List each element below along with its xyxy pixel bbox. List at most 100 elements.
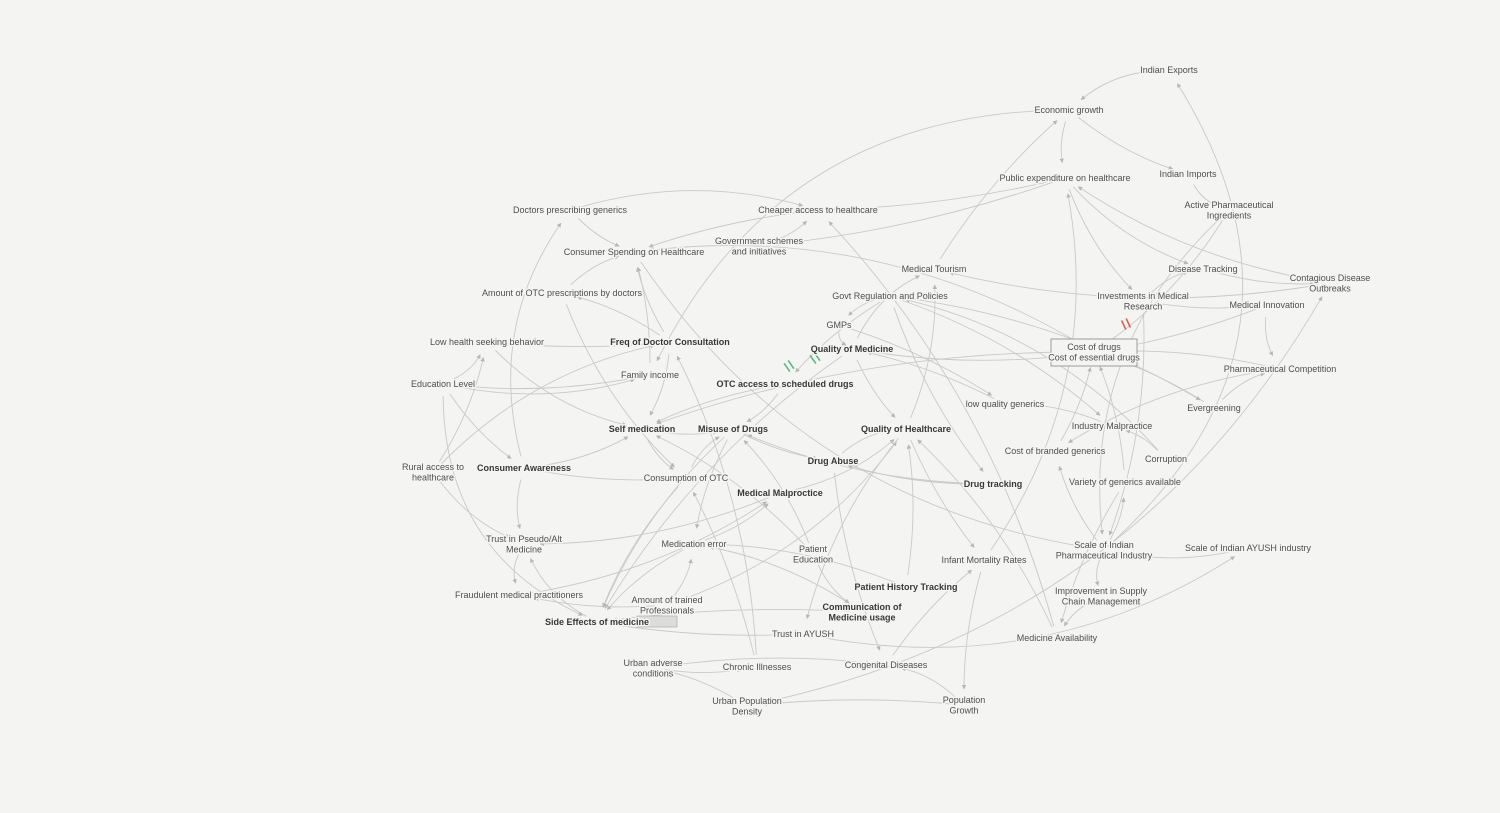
node-medical-tourism[interactable]: Medical Tourism (900, 263, 968, 276)
edge-govt-regulation-and-policies--drug-tracking (893, 307, 984, 472)
edge-population-growth--congenital-diseases (901, 666, 956, 698)
edge-public-expenditure-on-healthcare--disease-tracking (1072, 186, 1189, 265)
node-medical-innovation[interactable]: Medical Innovation (1228, 299, 1306, 312)
node-infant-mortality-rates[interactable]: Infant Mortality Rates (940, 554, 1029, 567)
node-amount-of-otc-prescriptions-by-doctors[interactable]: Amount of OTC prescriptions by doctors (480, 287, 644, 300)
node-consumption-of-otc[interactable]: Consumption of OTC (642, 472, 730, 485)
node-otc-access-to-scheduled-drugs[interactable]: OTC access to scheduled drugs (715, 378, 855, 391)
node-drug-abuse[interactable]: Drug Abuse (806, 455, 860, 468)
edge-side-effects-of-medicine--trust-in-pseudo-alt-medicine (530, 558, 587, 617)
node-pharmaceutical-competition[interactable]: Pharmaceutical Competition (1222, 363, 1338, 376)
node-evergreening[interactable]: Evergreening (1186, 402, 1243, 415)
edge-patient-history-tracking--quality-of-healthcare (906, 444, 914, 576)
node-education-level[interactable]: Education Level (409, 378, 476, 391)
node-family-income[interactable]: Family income (619, 369, 680, 382)
node-consumer-awareness[interactable]: Consumer Awareness (475, 462, 572, 475)
edge-amount-of-otc-prescriptions-by-doctors--consumer-spending-on-healthcare (570, 255, 620, 286)
node-trust-in-ayush[interactable]: Trust in AYUSH (770, 628, 835, 641)
node-consumer-spending-on-healthcare[interactable]: Consumer Spending on Healthcare (562, 246, 706, 259)
node-govt-regulation-and-policies[interactable]: Govt Regulation and Policies (831, 290, 950, 303)
edge-rural-access-to-healthcare--low-health-seeking-behavior (439, 357, 485, 463)
delay-mark-3 (1120, 318, 1132, 330)
edge-govt-regulation-and-policies--gmps (848, 298, 879, 316)
delay-mark-2 (809, 352, 821, 364)
edge-medical-malpractice--trust-in-pseudo-alt-medicine (539, 497, 770, 547)
edge-freq-of-doctor-consultation--self-medication (649, 353, 670, 416)
node-freq-of-doctor-consultation[interactable]: Freq of Doctor Consultation (609, 336, 732, 349)
edge-corruption--industry-malpractice (1125, 429, 1158, 451)
edge-amount-of-otc-prescriptions-by-doctors--consumption-of-otc (565, 304, 675, 468)
node-industry-malpractice[interactable]: Industry Malpractice (1070, 420, 1154, 433)
edge-otc-access-to-scheduled-drugs--self-medication (655, 385, 774, 423)
node-economic-growth[interactable]: Economic growth (1033, 104, 1105, 117)
edge-population-growth--urban-population-density (762, 699, 953, 707)
node-congenital-diseases[interactable]: Congenital Diseases (843, 659, 929, 672)
node-cheaper-access-to-healthcare[interactable]: Cheaper access to healthcare (757, 204, 880, 217)
node-doctors-prescribing-generics[interactable]: Doctors prescribing generics (511, 204, 629, 217)
edge-quality-of-medicine--medical-tourism (856, 275, 921, 339)
edge-public-expenditure-on-healthcare--investments-in-medical-research (1068, 189, 1133, 290)
node-box-cost-of-drugs (1050, 338, 1138, 367)
edge-amount-of-trained-professionals--quality-of-healthcare (678, 441, 897, 602)
edge-scale-of-indian-pharmaceutical-industry--indian-exports (1112, 83, 1244, 543)
delay-mark-1 (783, 360, 795, 372)
edge-scale-of-indian-pharmaceutical-industry--improvement-in-supply-chain-management (1094, 559, 1101, 586)
edge-low-quality-generics--quality-of-medicine (867, 351, 995, 400)
edge-medicine-availability--quality-of-healthcare (917, 439, 1053, 628)
node-corruption[interactable]: Corruption (1143, 453, 1188, 466)
edge-medication-error--medical-malpractice (705, 503, 769, 541)
side-effects-meter[interactable] (636, 615, 678, 628)
edge-patient-education--communication-of-medicine-usage (817, 564, 850, 604)
node-quality-of-healthcare[interactable]: Quality of Healthcare (859, 423, 952, 436)
node-medical-malpractice[interactable]: Medical Malproctice (736, 487, 825, 500)
edge-education-level--low-health-seeking-behavior (453, 354, 481, 380)
edge-freq-of-doctor-consultation--consumer-spending-on-healthcare (636, 267, 665, 332)
node-side-effects-of-medicine[interactable]: Side Effects of medicine (543, 616, 650, 629)
edge-rural-access-to-healthcare--trust-in-pseudo-alt-medicine (439, 481, 510, 538)
edge-drug-tracking--drug-abuse (847, 464, 982, 485)
node-disease-tracking[interactable]: Disease Tracking (1167, 263, 1239, 276)
node-self-medication[interactable]: Self medication (607, 423, 677, 436)
node-patient-history-tracking[interactable]: Patient History Tracking (853, 581, 959, 594)
edge-infant-mortality-rates--population-growth (961, 571, 982, 690)
node-medicine-availability[interactable]: Medicine Availability (1015, 632, 1099, 645)
edge-govt-regulation-and-policies--otc-access-to-scheduled-drugs (795, 301, 881, 373)
edge-consumer-awareness--trust-in-pseudo-alt-medicine (516, 479, 522, 530)
node-indian-exports[interactable]: Indian Exports (1139, 64, 1200, 77)
node-drug-tracking[interactable]: Drug tracking (962, 478, 1024, 491)
node-medication-error[interactable]: Medication error (660, 538, 728, 551)
edge-quality-of-medicine--quality-of-healthcare (856, 359, 896, 418)
node-low-health-seeking-behavior[interactable]: Low health seeking behavior (428, 336, 545, 349)
edge-otc-access-to-scheduled-drugs--misuse-of-drugs (746, 393, 779, 422)
node-gmps[interactable]: GMPs (825, 319, 854, 332)
node-variety-of-generics-available[interactable]: Variety of generics available (1068, 476, 1183, 489)
node-quality-of-medicine[interactable]: Quality of Medicine (809, 343, 895, 356)
node-indian-imports[interactable]: Indian Imports (1158, 168, 1219, 181)
node-scale-of-indian-ayush-industry[interactable]: Scale of Indian AYUSH industry (1184, 542, 1313, 555)
node-misuse-of-drugs[interactable]: Misuse of Drugs (696, 423, 769, 436)
node-low-quality-generics[interactable]: low quality generics (964, 398, 1046, 411)
node-public-expenditure-on-healthcare[interactable]: Public expenditure on healthcare (998, 172, 1132, 185)
edge-fraudulent-medical-practitioners--medical-malpractice (530, 501, 768, 594)
node-cost-of-branded-generics[interactable]: Cost of branded generics (1003, 445, 1107, 458)
edge-consumption-of-otc--misuse-of-drugs (691, 436, 720, 468)
edge-education-level--consumer-awareness (449, 393, 512, 459)
node-chronic-illnesses[interactable]: Chronic Illnesses (721, 661, 793, 674)
node-fraudulent-medical-practitioners[interactable]: Fraudulent medical practitioners (453, 589, 585, 602)
